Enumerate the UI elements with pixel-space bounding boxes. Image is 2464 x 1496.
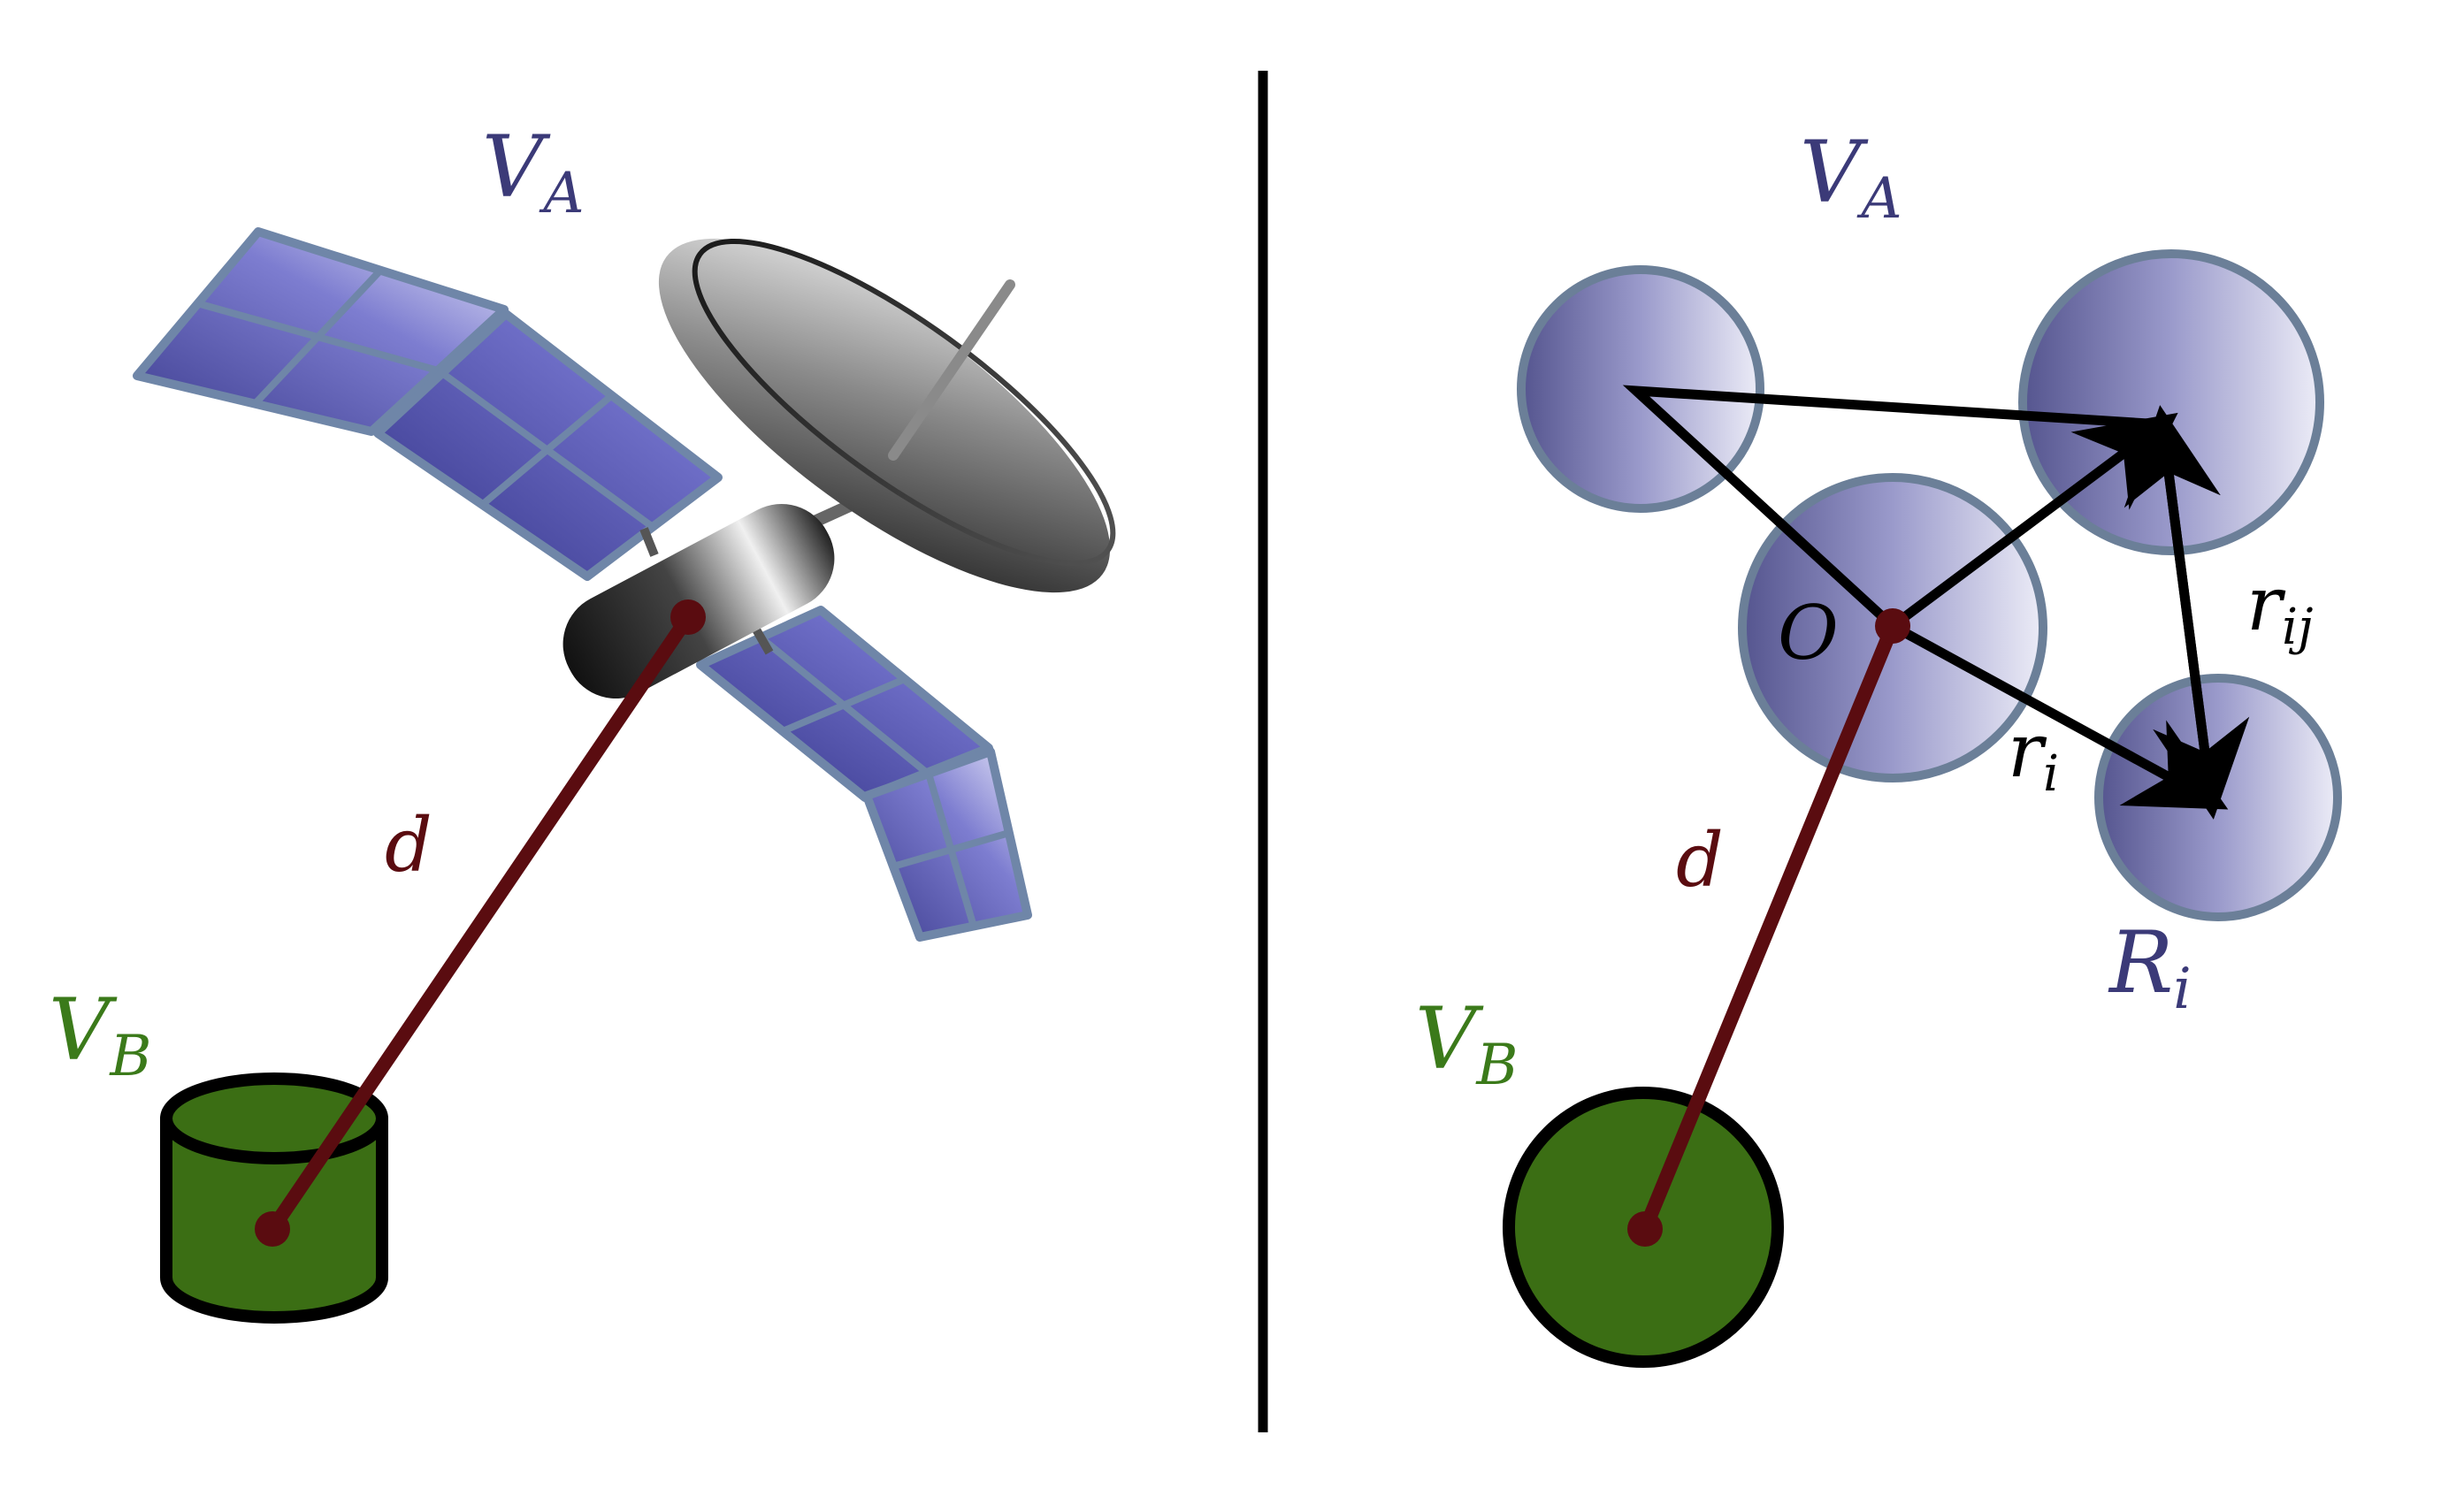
d-label-left: d <box>385 802 432 889</box>
solar-panel-icon <box>862 747 1032 942</box>
solar-panel-icon <box>373 309 723 581</box>
endpoint-dot <box>1627 1211 1663 1247</box>
vector-arrows <box>1622 385 2250 820</box>
Ri-label-main: R <box>2108 913 2173 1012</box>
vb-label-left: VB <box>49 981 151 1089</box>
ri-label-sub: i <box>2043 745 2059 803</box>
va-label-right: VA <box>1800 123 1902 232</box>
vb-label-right-sub: B <box>1475 1033 1518 1098</box>
Ri-label: Ri <box>2108 913 2192 1022</box>
endpoint-dot <box>255 1211 290 1247</box>
d-label-right: d <box>1676 817 1724 904</box>
rij-label-main: r <box>2246 561 2286 647</box>
ri-label: ri <box>2008 707 2059 803</box>
left-panel: VA <box>49 118 1116 1324</box>
endpoint-dot <box>1875 608 1910 644</box>
vector-to-upper-right <box>1889 412 2178 630</box>
atom-sphere <box>2094 674 2342 921</box>
vb-label-left-main: V <box>49 981 118 1080</box>
va-label-right-main: V <box>1800 123 1869 222</box>
right-panel: VA VB d O ri ri <box>1415 123 2342 1368</box>
vector-rij-up <box>2123 405 2221 801</box>
vb-label-right-main: V <box>1415 989 1484 1088</box>
antenna-dish-icon <box>658 238 1116 593</box>
va-label-left-sub: A <box>539 161 584 226</box>
solar-panel-icon <box>133 227 509 436</box>
va-label-left: VA <box>482 118 585 226</box>
satellite-icon <box>133 227 1116 942</box>
satellite-body <box>562 504 835 698</box>
va-label-left-main: V <box>482 118 551 217</box>
Ri-label-sub: i <box>2173 957 2191 1022</box>
va-label-right-sub: A <box>1856 166 1902 232</box>
rij-label-sub: ij <box>2282 599 2313 656</box>
vector-outline <box>1622 385 2163 630</box>
distance-line-right <box>1627 608 1910 1247</box>
rij-label: rij <box>2246 561 2313 656</box>
ri-label-main: r <box>2008 707 2047 794</box>
distance-line-left <box>255 599 706 1247</box>
origin-label: O <box>1778 590 1839 676</box>
vb-label-left-sub: B <box>109 1024 151 1089</box>
vb-label-right: VB <box>1415 989 1518 1098</box>
endpoint-dot <box>670 599 706 635</box>
